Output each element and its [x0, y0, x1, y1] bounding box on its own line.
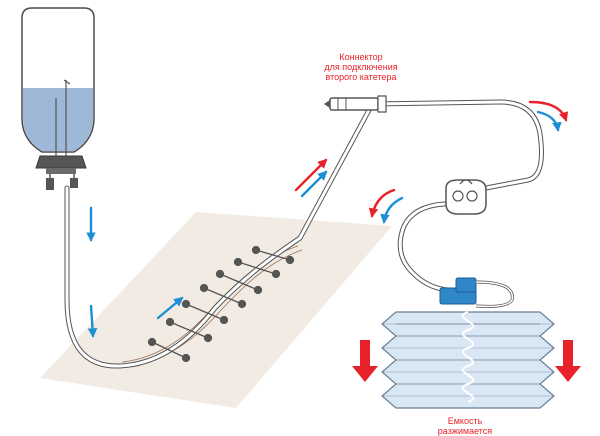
bottle-cap — [35, 155, 87, 169]
bellows-container — [381, 277, 555, 409]
suture-knot — [147, 337, 157, 347]
infusion-bottle — [21, 7, 95, 190]
sutures — [147, 245, 295, 363]
bottle-fluid — [23, 88, 93, 151]
second-catheter-connector — [324, 95, 387, 113]
tubing — [64, 99, 544, 369]
clamp-icon — [445, 179, 487, 215]
flow-arrow-icon — [86, 100, 569, 338]
connector-label: Коннектор для подключения второго катете… — [324, 52, 398, 82]
arrow-down-icon — [352, 340, 581, 382]
container-label: Емкость разжимается — [437, 416, 493, 436]
